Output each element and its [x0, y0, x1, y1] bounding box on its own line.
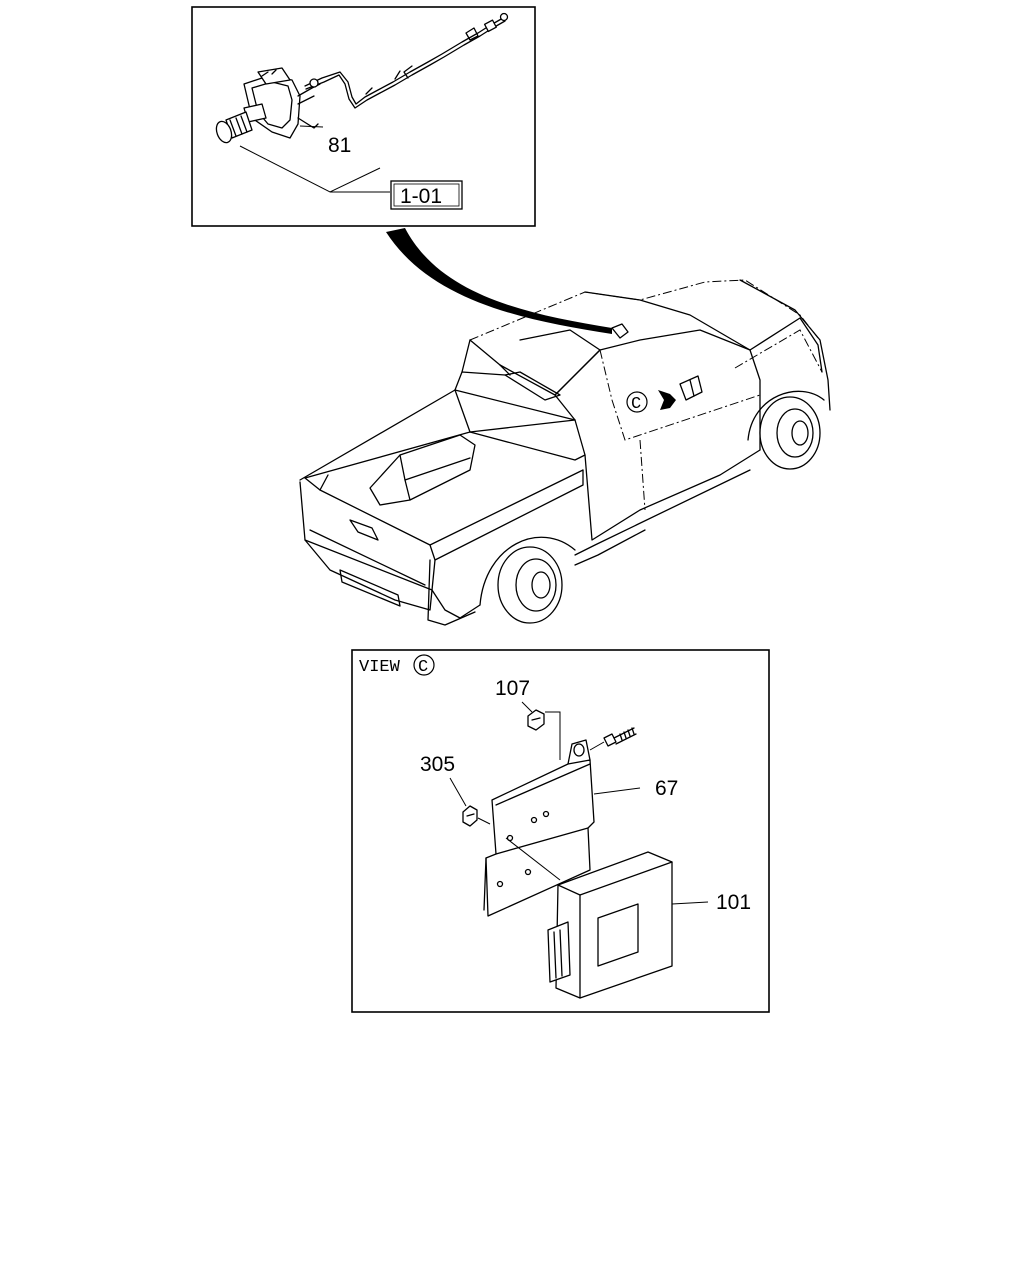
cable-assembly [304, 12, 509, 109]
control-unit [547, 851, 673, 999]
truck-view-marker: C [631, 395, 641, 414]
detail-box-cable: 81 1-01 [191, 6, 536, 227]
detail-pointer-arrow [386, 228, 612, 334]
callout-305: 305 [420, 753, 455, 776]
callout-67: 67 [655, 777, 678, 800]
view-title: VIEW [359, 658, 401, 677]
view-c-box: VIEW C 107 305 [351, 649, 770, 1013]
callout-81: 81 [328, 134, 351, 157]
bracket [483, 739, 595, 917]
bolt [589, 727, 637, 751]
pickup-truck: C [299, 279, 831, 626]
callout-101: 101 [716, 891, 751, 914]
switch-knob [215, 67, 321, 144]
callout-107: 107 [495, 677, 530, 700]
view-marker: C [418, 658, 428, 677]
callout-ref-1-01: 1-01 [400, 185, 442, 208]
